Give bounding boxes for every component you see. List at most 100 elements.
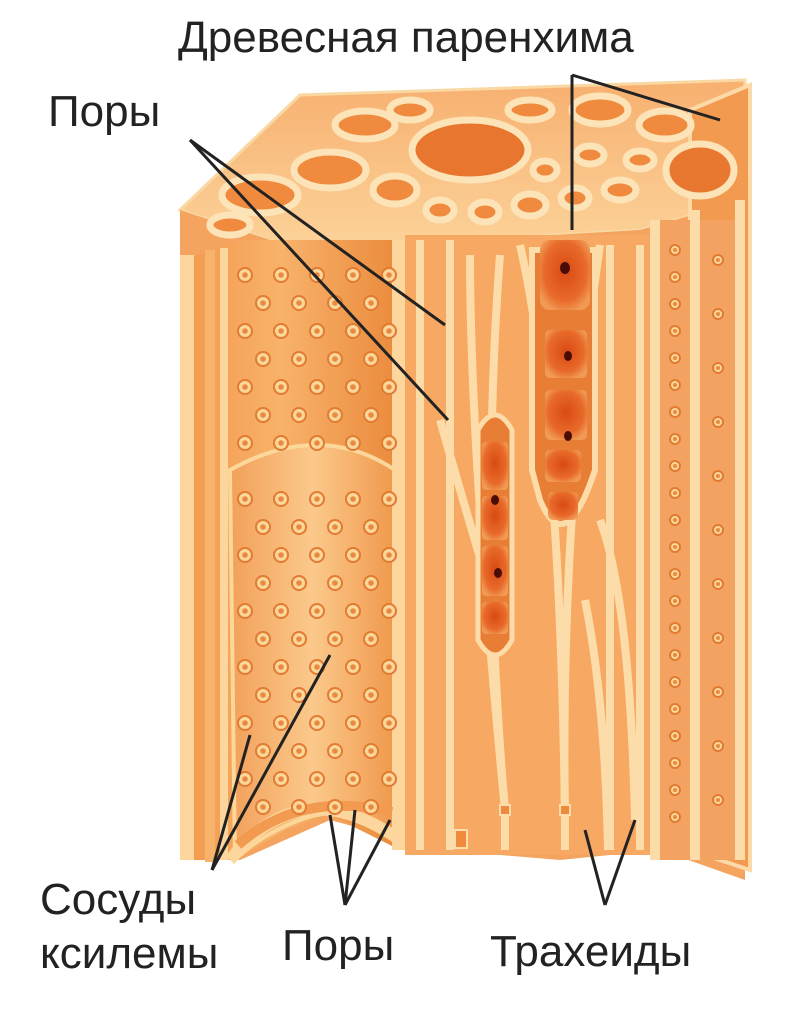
pit-aperture bbox=[260, 692, 266, 698]
pit-aperture bbox=[242, 664, 248, 670]
pit-aperture bbox=[278, 720, 284, 726]
pit-aperture bbox=[716, 690, 720, 694]
pit-aperture bbox=[673, 707, 677, 711]
pit-aperture bbox=[242, 552, 248, 558]
pit-aperture bbox=[314, 328, 320, 334]
pit-aperture bbox=[350, 608, 356, 614]
pit-aperture bbox=[350, 328, 356, 334]
pit-aperture bbox=[368, 692, 374, 698]
pit-aperture bbox=[716, 636, 720, 640]
pit-aperture bbox=[296, 580, 302, 586]
pit-aperture bbox=[673, 356, 677, 360]
pit-aperture bbox=[716, 474, 720, 478]
pit-aperture bbox=[332, 300, 338, 306]
label-xylem-vessels-line1: Сосуды bbox=[40, 875, 197, 924]
pit-aperture bbox=[673, 464, 677, 468]
pit-aperture bbox=[278, 328, 284, 334]
pit-aperture bbox=[716, 258, 720, 262]
pit-aperture bbox=[673, 572, 677, 576]
pit-aperture bbox=[368, 804, 374, 810]
pit-aperture bbox=[673, 788, 677, 792]
pit-aperture bbox=[368, 300, 374, 306]
pit-aperture bbox=[260, 524, 266, 530]
pit-aperture bbox=[386, 272, 392, 278]
pit-aperture bbox=[296, 412, 302, 418]
xylem-vessel-left bbox=[180, 240, 406, 865]
pit-aperture bbox=[716, 798, 720, 802]
pit-aperture bbox=[386, 776, 392, 782]
tracheids-and-parenchyma bbox=[405, 235, 690, 855]
pit-aperture bbox=[350, 720, 356, 726]
pit-aperture bbox=[314, 496, 320, 502]
pit-aperture bbox=[278, 552, 284, 558]
pit-aperture bbox=[332, 692, 338, 698]
pit-aperture bbox=[260, 580, 266, 586]
pit-aperture bbox=[368, 524, 374, 530]
pit-aperture bbox=[332, 524, 338, 530]
parenchyma-cells-column-1 bbox=[475, 412, 515, 658]
pit-aperture bbox=[716, 528, 720, 532]
pit-aperture bbox=[242, 384, 248, 390]
pit-aperture bbox=[350, 384, 356, 390]
pit-aperture bbox=[673, 383, 677, 387]
pit-aperture bbox=[673, 275, 677, 279]
pit-aperture bbox=[673, 248, 677, 252]
pit-aperture bbox=[260, 412, 266, 418]
pit-aperture bbox=[350, 776, 356, 782]
pit-aperture bbox=[242, 776, 248, 782]
pit-aperture bbox=[296, 356, 302, 362]
pit-aperture bbox=[673, 302, 677, 306]
pit-aperture bbox=[242, 496, 248, 502]
pit-aperture bbox=[368, 356, 374, 362]
label-pores-top: Поры bbox=[48, 87, 161, 136]
pit-aperture bbox=[673, 734, 677, 738]
pit-aperture bbox=[242, 608, 248, 614]
pit-aperture bbox=[314, 608, 320, 614]
pit-aperture bbox=[368, 748, 374, 754]
label-xylem-vessels-line2: ксилемы bbox=[40, 929, 219, 978]
pit-aperture bbox=[242, 328, 248, 334]
pit-aperture bbox=[296, 692, 302, 698]
pit-aperture bbox=[386, 552, 392, 558]
pit-aperture bbox=[278, 664, 284, 670]
pit-aperture bbox=[350, 496, 356, 502]
pit-aperture bbox=[673, 518, 677, 522]
pit-aperture bbox=[296, 748, 302, 754]
pit-aperture bbox=[332, 580, 338, 586]
label-wood-parenchyma: Древесная паренхима bbox=[178, 13, 634, 62]
pit-aperture bbox=[260, 748, 266, 754]
pit-aperture bbox=[673, 437, 677, 441]
pit-aperture bbox=[673, 545, 677, 549]
label-tracheids: Трахеиды bbox=[490, 927, 692, 976]
pit-aperture bbox=[673, 626, 677, 630]
pit-aperture bbox=[296, 636, 302, 642]
pit-aperture bbox=[260, 636, 266, 642]
pit-aperture bbox=[332, 748, 338, 754]
pit-aperture bbox=[716, 582, 720, 586]
pit-aperture bbox=[386, 720, 392, 726]
pit-aperture bbox=[278, 608, 284, 614]
pit-aperture bbox=[386, 608, 392, 614]
vessel-pits bbox=[237, 267, 397, 815]
pit-aperture bbox=[296, 804, 302, 810]
pit-aperture bbox=[350, 440, 356, 446]
pit-aperture bbox=[242, 272, 248, 278]
pit-aperture bbox=[673, 329, 677, 333]
pit-aperture bbox=[296, 300, 302, 306]
pit-aperture bbox=[350, 552, 356, 558]
pit-aperture bbox=[716, 312, 720, 316]
pit-aperture bbox=[314, 440, 320, 446]
pit-aperture bbox=[673, 599, 677, 603]
pit-aperture bbox=[332, 356, 338, 362]
pit-aperture bbox=[314, 552, 320, 558]
pit-aperture bbox=[386, 384, 392, 390]
pit-aperture bbox=[242, 440, 248, 446]
pit-aperture bbox=[314, 664, 320, 670]
pit-aperture bbox=[368, 412, 374, 418]
pit-aperture bbox=[332, 804, 338, 810]
pit-aperture bbox=[350, 272, 356, 278]
pit-aperture bbox=[278, 440, 284, 446]
pit-aperture bbox=[673, 815, 677, 819]
vessel-pits-right bbox=[669, 244, 724, 823]
